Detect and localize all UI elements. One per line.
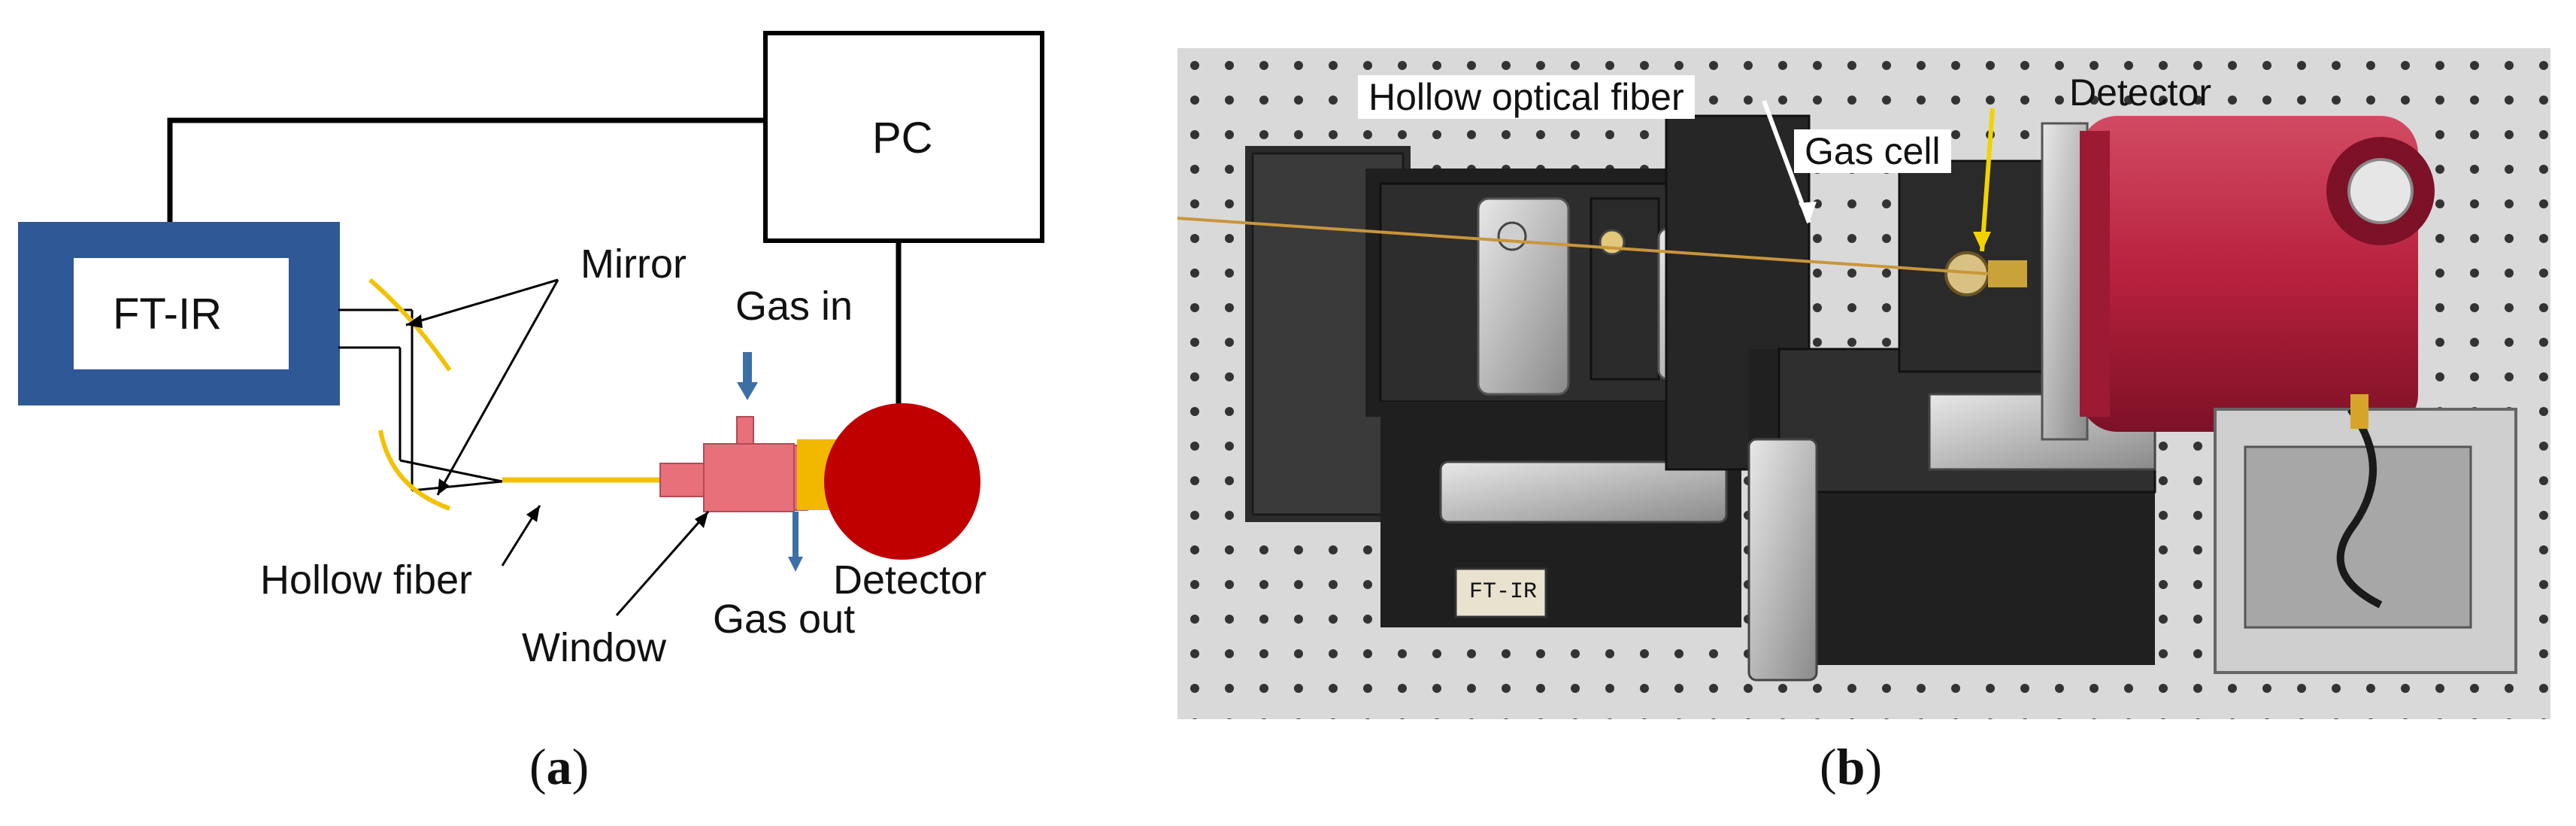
gas-cell-window (659, 463, 705, 497)
window-callout-arrowhead (695, 512, 708, 528)
hollow-fiber-callout-arrowhead (526, 506, 540, 522)
detector-end-bolt (2347, 158, 2414, 224)
hollow-optical-fiber-label: Hollow optical fiber (1358, 75, 1695, 119)
experimental-setup-photo (1177, 48, 2550, 719)
fiber-clamp-1 (1477, 197, 1570, 396)
screw-2 (1599, 229, 1626, 256)
gas-cell-label: Gas cell (1794, 129, 1951, 173)
gas-cell-brass (1988, 260, 2027, 287)
window-callout (615, 511, 710, 616)
schematic-diagram (18, 31, 1044, 616)
beam-6 (411, 480, 503, 492)
detector-front-face (2080, 131, 2110, 417)
pc-box (763, 31, 1044, 243)
detector-cable (2336, 407, 2383, 609)
hollow-optical-fiber-photo (1177, 217, 1990, 275)
upper-mirror (368, 278, 452, 372)
gas-in-label: Gas in (735, 284, 853, 329)
gas-out-arrowhead (788, 557, 803, 572)
ftir-nameplate (1454, 567, 1547, 618)
detector-label: Detector (833, 557, 987, 603)
panel-b-caption-letter: b (1836, 738, 1865, 795)
micrometer-body (1439, 460, 1728, 524)
panel-b-photograph: Hollow optical fiber Gas cell Detector F… (1177, 48, 2550, 719)
hollow-fiber-label: Hollow fiber (260, 557, 473, 603)
fiber-label-arrow (1762, 99, 1811, 224)
panel-a-schematic: FT-IR PC Mirror Gas in Hollow fiber Dete… (0, 0, 1128, 826)
sma-connector (2350, 394, 2368, 429)
mirror-callout-1 (405, 278, 559, 326)
mirror-callout-2 (436, 279, 559, 496)
pc-label: PC (872, 114, 933, 162)
fiber-clamp-2 (1590, 197, 1660, 381)
gas-inlet-stem (736, 416, 754, 445)
bench-nameplate-text: FT-IR (1469, 579, 1538, 605)
lower-mirror (378, 430, 451, 511)
fiber-label-arrowhead (1799, 202, 1817, 223)
gas-cell-label-arrowhead (1973, 232, 1991, 251)
mirror-label: Mirror (580, 241, 686, 287)
ftir-inner-panel (74, 258, 289, 369)
gas-out-label: Gas out (713, 597, 856, 642)
panel-a-caption-letter: a (546, 738, 572, 795)
micrometer-vertical (1747, 438, 1818, 682)
detector-photo-label: Detector (2069, 71, 2211, 114)
ftir-label: FT-IR (113, 290, 222, 339)
gas-in-arrowhead (737, 382, 758, 400)
gas-cell-label-arrow (1980, 108, 1995, 252)
detector-circle (824, 403, 980, 560)
gas-cell-body (703, 443, 795, 512)
controller-label-plate (2244, 445, 2472, 629)
window-label: Window (522, 625, 667, 670)
screw-1 (1497, 221, 1527, 251)
panel-b-caption: (b) (1820, 738, 1883, 795)
mirror-callout-arrowhead-1 (406, 314, 423, 328)
ftir-pc-cable (167, 117, 765, 222)
mirror-callout-arrowhead-2 (438, 478, 450, 495)
panel-a-caption: (a) (529, 738, 589, 795)
